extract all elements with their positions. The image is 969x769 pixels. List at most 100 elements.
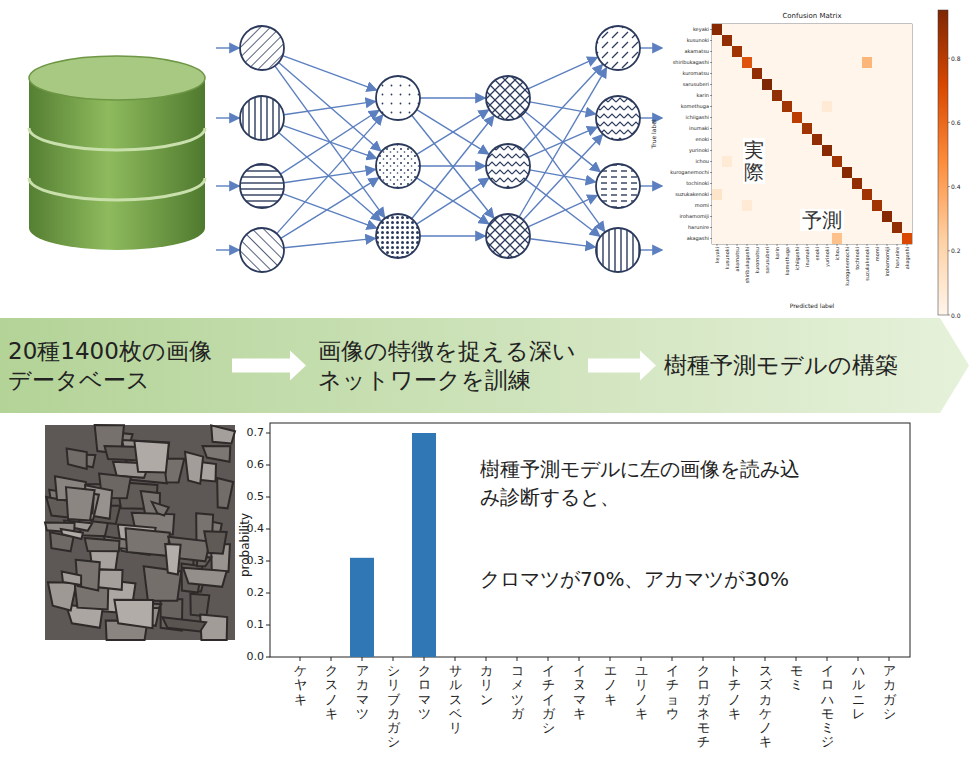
matrix-cell (852, 233, 862, 244)
matrix-cell (822, 79, 832, 90)
matrix-cell (872, 134, 882, 145)
matrix-cell (832, 123, 842, 134)
matrix-cell (902, 178, 912, 189)
x-tick-label: イヌマキ (573, 664, 586, 721)
matrix-cell (742, 68, 752, 79)
matrix-cell (822, 189, 832, 200)
matrix-cell (802, 35, 812, 46)
matrix-cell (752, 35, 762, 46)
x-tick-label: クロマツ (418, 664, 431, 721)
matrix-cell (902, 68, 912, 79)
tick (266, 465, 270, 466)
matrix-cell (782, 123, 792, 134)
network-link (417, 110, 489, 154)
matrix-cell (752, 24, 762, 35)
matrix-cell (782, 24, 792, 35)
column-label: keyaki (715, 247, 720, 297)
bark-plate (152, 502, 169, 516)
column-label: ichou (835, 247, 840, 297)
matrix-cell (872, 156, 882, 167)
matrix-cell (862, 123, 872, 134)
matrix-cell (892, 189, 902, 200)
network-link (420, 97, 485, 98)
matrix-cell (832, 189, 842, 200)
x-tick-label: シリブカガシ (387, 664, 400, 750)
matrix-cell (802, 189, 812, 200)
tick (827, 657, 828, 661)
matrix-cell (792, 145, 802, 156)
band-text: 樹種予測モデルの構築 (664, 351, 964, 380)
matrix-cell (872, 24, 882, 35)
matrix-cell (782, 90, 792, 101)
bark-plate (85, 538, 120, 551)
tick (362, 657, 363, 661)
matrix-cell (832, 101, 842, 112)
tick (757, 244, 758, 246)
row-label: keyaki (659, 27, 709, 32)
y-tick-label: 0.0 (240, 650, 264, 664)
matrix-cell (712, 200, 722, 211)
tick (331, 657, 332, 661)
matrix-cell (812, 233, 822, 244)
tick (710, 227, 712, 228)
matrix-cell (792, 134, 802, 145)
matrix-cell (712, 112, 722, 123)
matrix-cell (762, 35, 772, 46)
x-tick-label: エノキ (604, 664, 617, 707)
column-label: akagashi (905, 247, 910, 297)
matrix-cell (822, 145, 832, 156)
matrix-cell (792, 112, 802, 123)
matrix-cell (862, 145, 872, 156)
tick (455, 657, 456, 661)
matrix-cell (852, 79, 862, 90)
row-label: komethuga (659, 104, 709, 109)
network-link (279, 62, 381, 151)
matrix-cell (852, 35, 862, 46)
matrix-cell (772, 189, 782, 200)
matrix-cell (862, 189, 872, 200)
tick (710, 150, 712, 151)
tick (710, 128, 712, 129)
matrix-cell (872, 200, 882, 211)
matrix-cell (802, 145, 812, 156)
column-label: momi (875, 247, 880, 297)
matrix-cell (712, 233, 722, 244)
bark-photo (45, 425, 235, 640)
matrix-cell (852, 68, 862, 79)
matrix-cell (832, 79, 842, 90)
tick (266, 561, 270, 562)
input-arrow (216, 185, 239, 186)
matrix-cell (712, 101, 722, 112)
matrix-cell (732, 145, 742, 156)
matrix-cell (872, 68, 882, 79)
tick (717, 244, 718, 246)
tick (703, 657, 704, 661)
matrix-cell (722, 211, 732, 222)
tick (710, 205, 712, 206)
matrix-cell (842, 189, 852, 200)
band-arrow (0, 318, 969, 413)
matrix-frame (712, 24, 912, 244)
tick (266, 593, 270, 594)
matrix-cell (812, 68, 822, 79)
matrix-cell (812, 90, 822, 101)
neuron (240, 96, 284, 140)
matrix-cell (752, 79, 762, 90)
matrix-cell (822, 24, 832, 35)
network-link (412, 116, 494, 219)
matrix-cell (712, 145, 722, 156)
bark-plate (211, 425, 235, 443)
matrix-cell (712, 68, 722, 79)
matrix-cell (812, 112, 822, 123)
neuron (596, 164, 640, 208)
matrix-cell (812, 123, 822, 134)
matrix-cell (902, 123, 912, 134)
matrix-cell (862, 134, 872, 145)
tick (710, 117, 712, 118)
matrix-cell (742, 90, 752, 101)
matrix-cell (802, 123, 812, 134)
matrix-cell (782, 101, 792, 112)
matrix-cell (832, 156, 842, 167)
column-label: irohamomiji (885, 247, 890, 297)
tick (641, 657, 642, 661)
